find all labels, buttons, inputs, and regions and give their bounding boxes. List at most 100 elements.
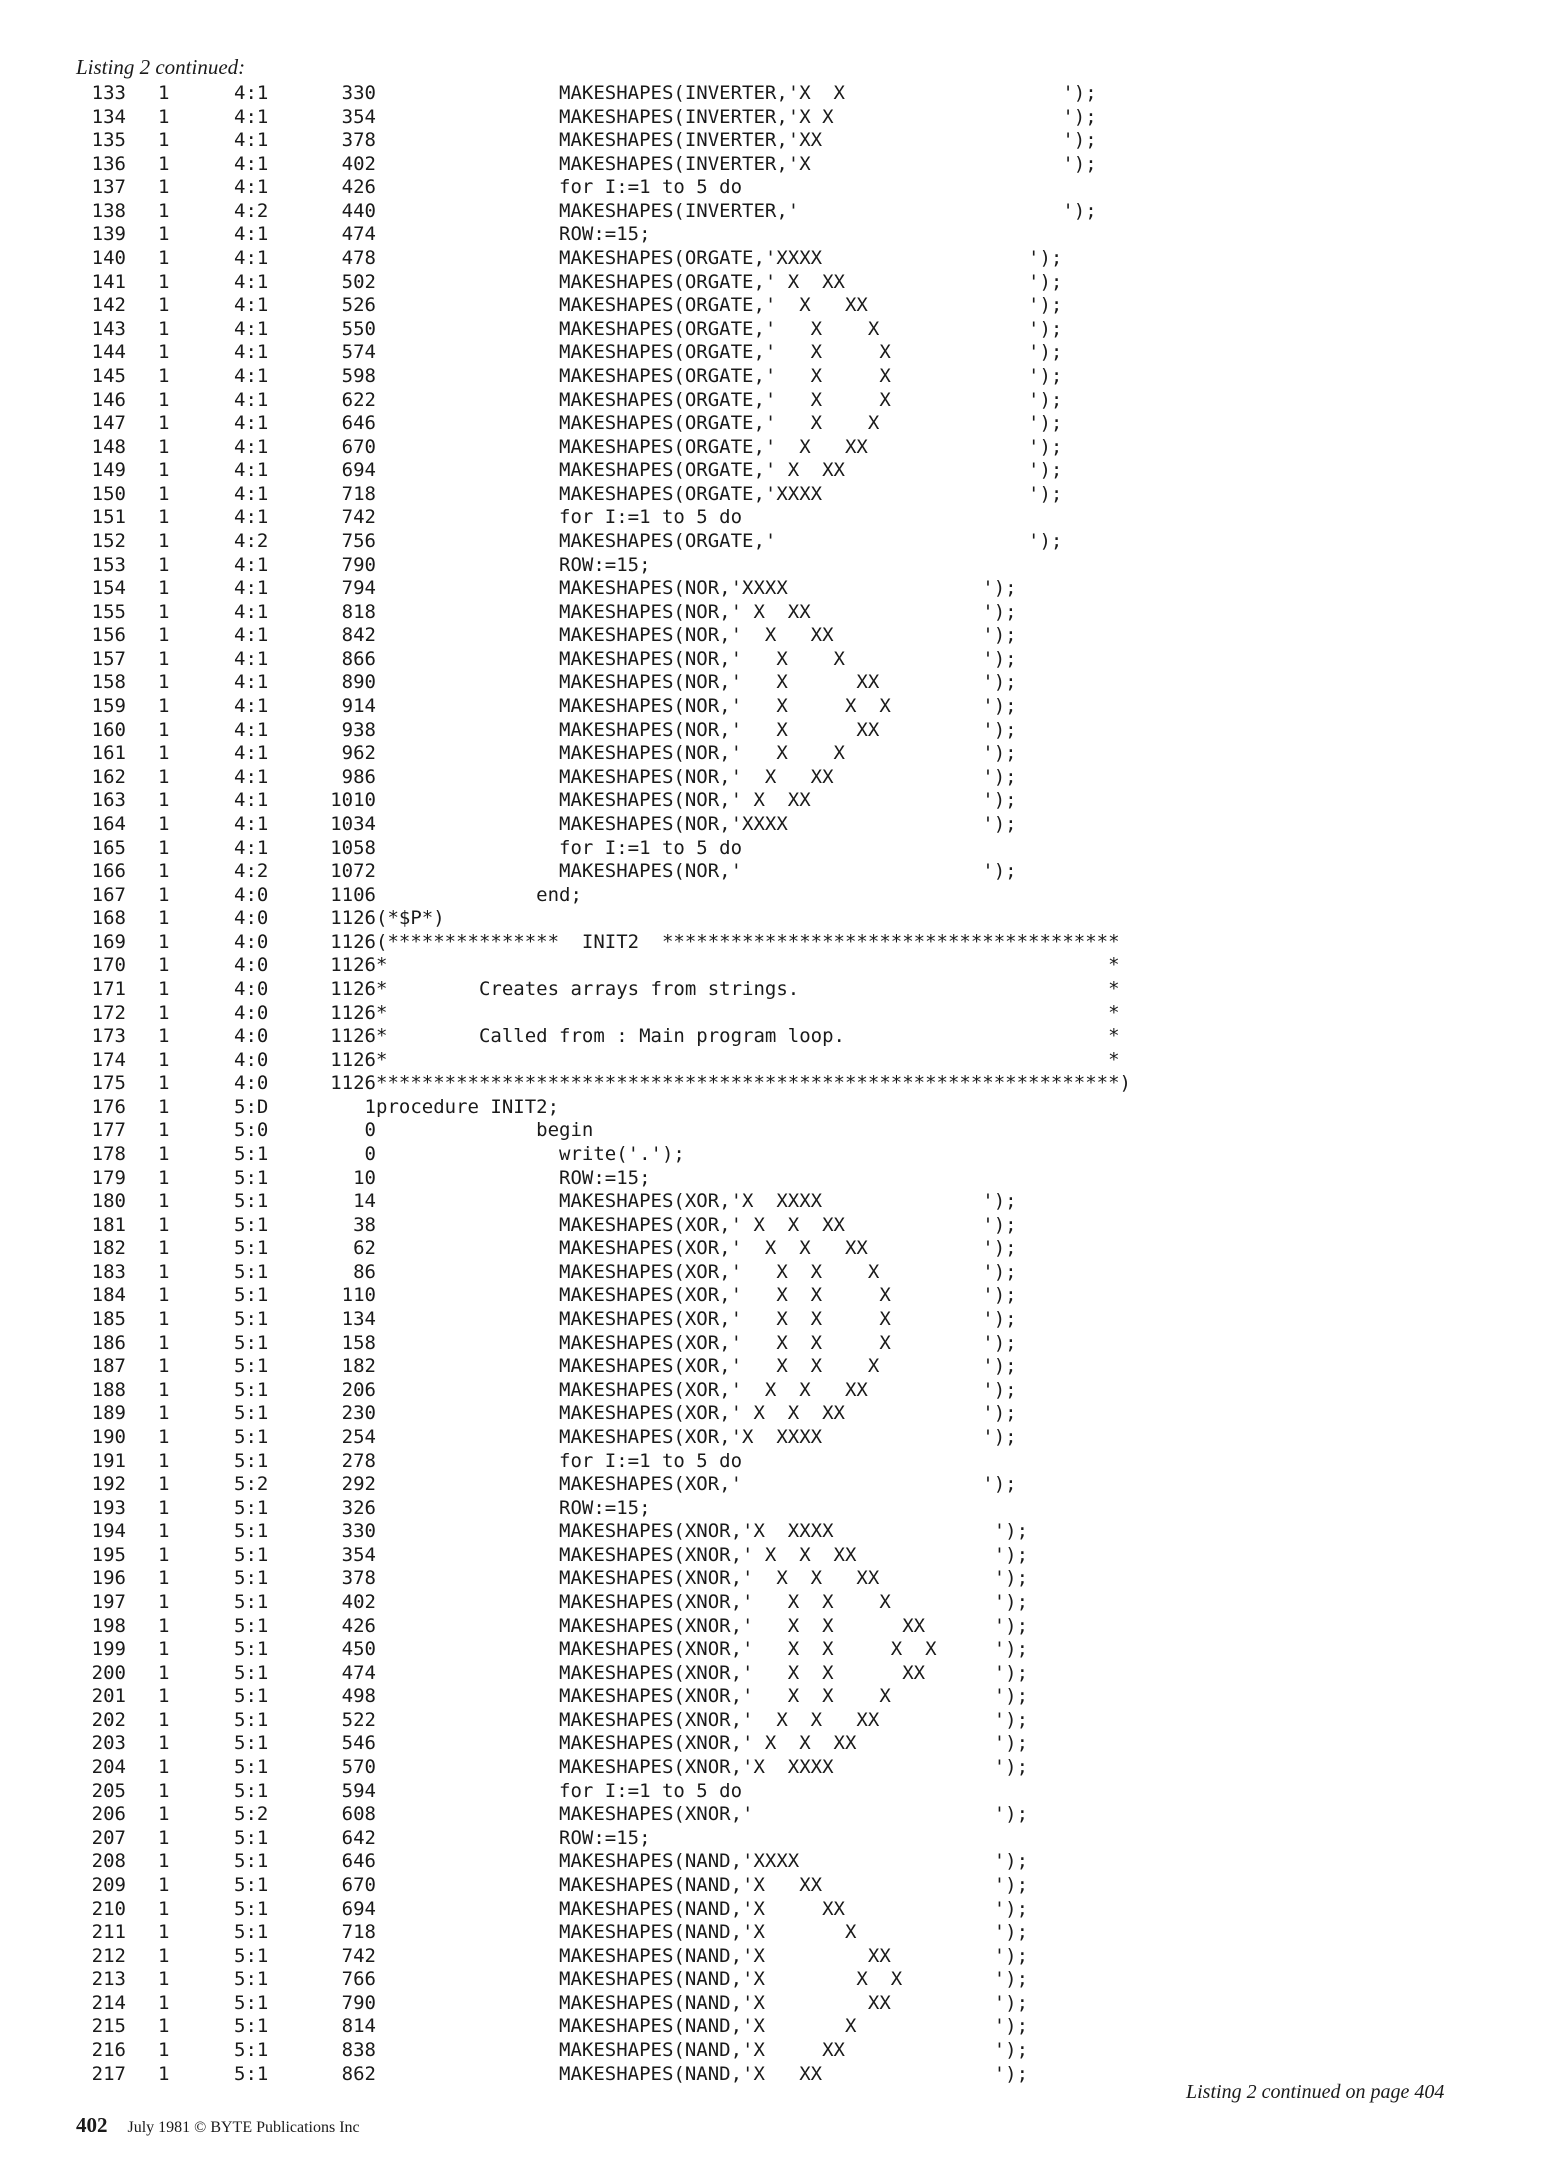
listing-seg-cell: 1 (158, 199, 170, 222)
listing-ic-cell: 440 (341, 199, 376, 222)
listing-lex-cell: 5:1 (234, 1968, 269, 1991)
listing-line-cell: 177 (91, 1119, 126, 1142)
listing-line-cell: 166 (91, 860, 126, 883)
listing-line-cell: 196 (91, 1567, 126, 1590)
listing-seg-cell: 1 (158, 883, 170, 906)
listing-line-cell: 204 (91, 1756, 126, 1779)
listing-line-cell: 193 (91, 1496, 126, 1519)
listing-lex-cell: 5:1 (234, 1378, 269, 1401)
listing-ic-cell: 1058 (330, 836, 376, 859)
listing-lex-cell: 5:1 (234, 1284, 269, 1307)
listing-line-cell: 217 (91, 2062, 126, 2085)
listing-lex-cell: 4:1 (234, 647, 269, 670)
listing-lex-cell: 4:1 (234, 412, 269, 435)
listing-seg-cell: 1 (158, 1378, 170, 1401)
listing-lex-cell: 4:1 (234, 482, 269, 505)
listing-lex-cell: 5:1 (234, 1756, 269, 1779)
listing-line-cell: 181 (91, 1213, 126, 1236)
listing-ic-cell: 938 (341, 718, 376, 741)
listing-code-cell: MAKESHAPES(NAND,'XXXX '); (376, 1850, 1029, 1873)
listing-code-cell: MAKESHAPES(NOR,' X X '); (376, 742, 1017, 765)
listing-code-cell: MAKESHAPES(ORGATE,' X XX '); (376, 270, 1063, 293)
listing-code-cell: MAKESHAPES(INVERTER,' '); (376, 199, 1097, 222)
listing-lex-cell: 5:1 (234, 1991, 269, 2014)
listing-seg-cell: 1 (158, 1331, 170, 1354)
listing-seg-cell: 1 (158, 435, 170, 458)
listing-ic-cell: 890 (341, 671, 376, 694)
listing-lex-cell: 5:1 (234, 1567, 269, 1590)
listing-code-cell: MAKESHAPES(XOR,' X X X '); (376, 1331, 1017, 1354)
listing-lex-cell: 4:1 (234, 247, 269, 270)
listing-line-cell: 192 (91, 1473, 126, 1496)
listing-ic-cell: 642 (341, 1826, 376, 1849)
listing-lex-cell: 4:1 (234, 459, 269, 482)
listing-lex-cell: 5:1 (234, 1449, 269, 1472)
listing-lex-cell: 4:1 (234, 129, 269, 152)
listing-lex-cell: 4:1 (234, 553, 269, 576)
listing-lex-cell: 4:0 (234, 1001, 269, 1024)
listing-code-cell: MAKESHAPES(NAND,'X X '); (376, 1921, 1029, 1944)
listing-ic-cell: 478 (341, 247, 376, 270)
listing-lex-cell: 5:1 (234, 1661, 269, 1684)
listing-seg-cell: 1 (158, 1944, 170, 1967)
listing-seg-cell: 1 (158, 459, 170, 482)
listing-seg-cell: 1 (158, 1756, 170, 1779)
listing-line-cell: 195 (91, 1543, 126, 1566)
listing-code-cell: MAKESHAPES(XOR,' '); (376, 1473, 1017, 1496)
listing-seg-cell: 1 (158, 1897, 170, 1920)
listing-code-cell: MAKESHAPES(XNOR,' '); (376, 1803, 1029, 1826)
listing-lex-cell: 4:1 (234, 176, 269, 199)
listing-seg-cell: 1 (158, 671, 170, 694)
listing-lex-cell: 5:1 (234, 1213, 269, 1236)
listing-ic-cell: 378 (341, 129, 376, 152)
listing-lex-cell: 4:2 (234, 860, 269, 883)
listing-line-cell: 202 (91, 1708, 126, 1731)
listing-ic-cell: 1126 (330, 930, 376, 953)
listing-line-cell: 173 (91, 1025, 126, 1048)
listing-ic-cell: 838 (341, 2038, 376, 2061)
listing-code-cell: MAKESHAPES(XOR,' X X XX '); (376, 1213, 1017, 1236)
listing-line-cell: 162 (91, 765, 126, 788)
listing-ic-cell: 986 (341, 765, 376, 788)
listing-ic-cell: 742 (341, 1944, 376, 1967)
listing-seg-cell: 1 (158, 1779, 170, 1802)
listing-code-cell: MAKESHAPES(INVERTER,'X X '); (376, 82, 1097, 104)
listing-line-cell: 160 (91, 718, 126, 741)
listing-seg-cell: 1 (158, 105, 170, 128)
listing-ic-cell: 1072 (330, 860, 376, 883)
listing-line-cell: 211 (91, 1921, 126, 1944)
listing-line-cell: 153 (91, 553, 126, 576)
listing-code-cell: MAKESHAPES(XOR,' X X X '); (376, 1260, 1017, 1283)
listing-seg-cell: 1 (158, 577, 170, 600)
listing-ic-cell: 622 (341, 388, 376, 411)
listing-line-cell: 156 (91, 624, 126, 647)
listing-code-cell: MAKESHAPES(ORGATE,'XXXX '); (376, 482, 1063, 505)
listing-lex-cell: 4:0 (234, 907, 269, 930)
listing-code-cell: MAKESHAPES(NOR,' X XX '); (376, 765, 1017, 788)
listing-line-cell: 207 (91, 1826, 126, 1849)
listing-code-cell: MAKESHAPES(XNOR,' X X XX '); (376, 1661, 1029, 1684)
listing-seg-cell: 1 (158, 1095, 170, 1118)
listing-code-cell: MAKESHAPES(NOR,' X XX '); (376, 671, 1017, 694)
listing-ic-cell: 670 (341, 435, 376, 458)
listing-lex-cell: 4:1 (234, 836, 269, 859)
listing-lex-cell: 5:1 (234, 1308, 269, 1331)
listing-ic-cell: 354 (341, 105, 376, 128)
listing-ic-cell: 498 (341, 1685, 376, 1708)
listing-line-cell: 200 (91, 1661, 126, 1684)
listing-ic-cell: 546 (341, 1732, 376, 1755)
listing-ic-cell: 914 (341, 695, 376, 718)
listing-code-cell: ROW:=15; (376, 1826, 651, 1849)
